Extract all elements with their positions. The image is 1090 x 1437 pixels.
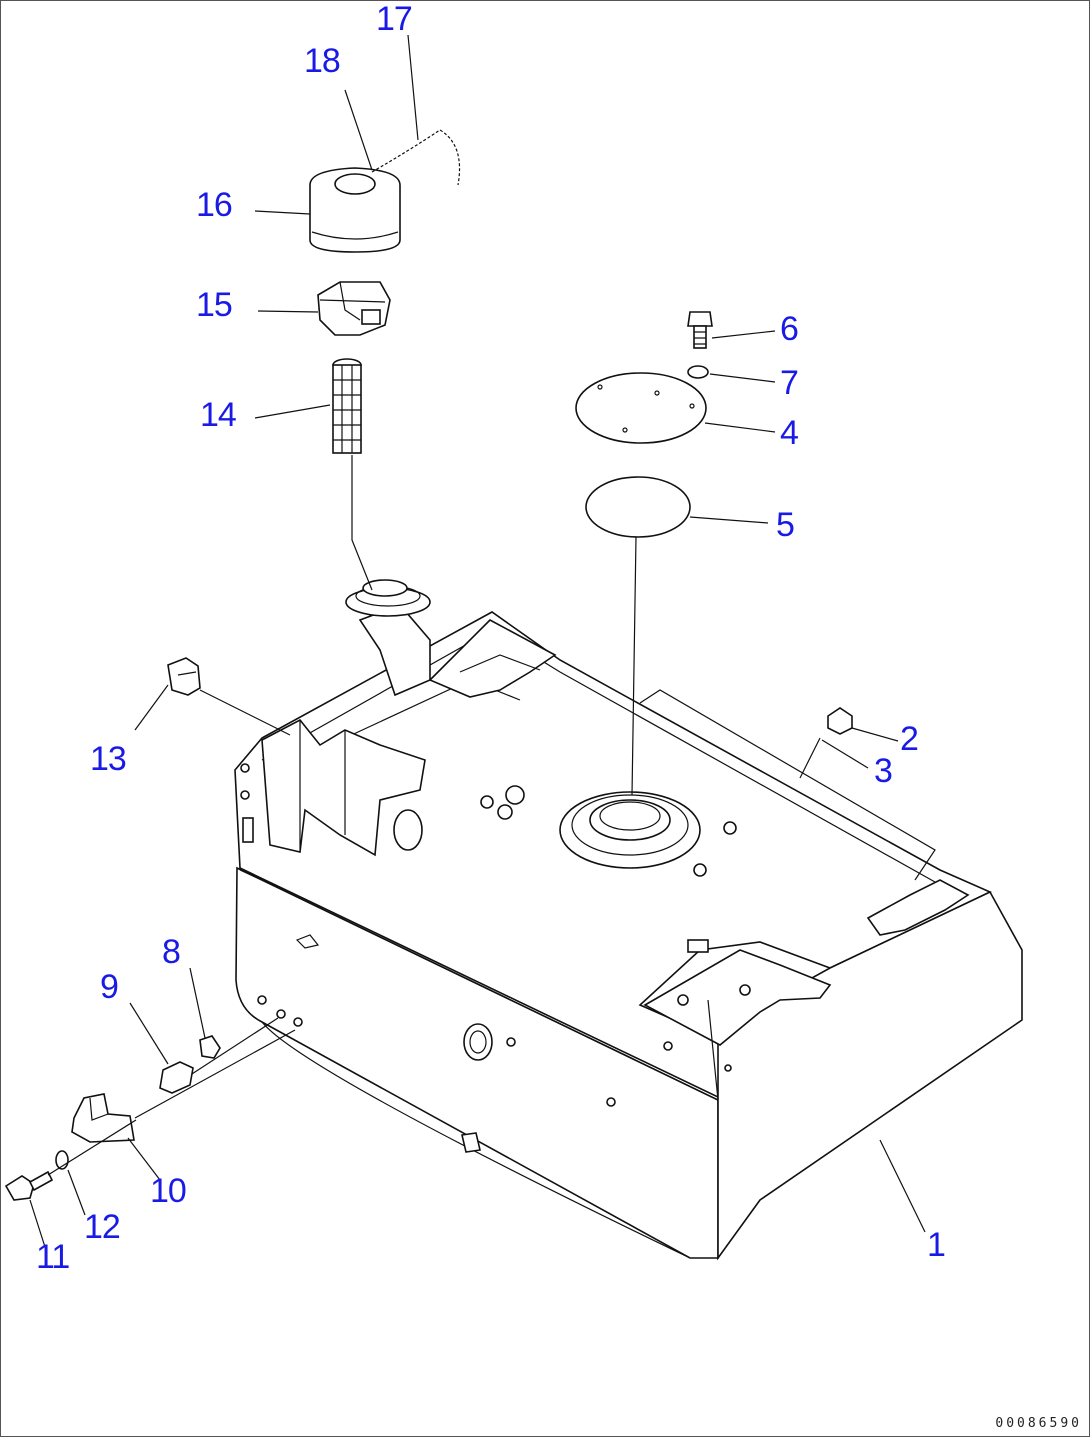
strainer-axis-line bbox=[351, 455, 373, 591]
sender-flange bbox=[559, 791, 701, 869]
cover-washer bbox=[687, 365, 709, 379]
callout-10: 10 bbox=[150, 1172, 187, 1210]
filler-strainer bbox=[332, 358, 362, 454]
oring-axis-line bbox=[799, 737, 821, 779]
drain-plug-small bbox=[827, 707, 853, 735]
phantom-outline bbox=[639, 689, 936, 881]
cover-plate bbox=[575, 372, 707, 444]
leader-lines bbox=[29, 34, 926, 1248]
callout-15: 15 bbox=[196, 286, 233, 324]
drawing-code: 00086590 bbox=[995, 1416, 1082, 1431]
callout-1: 1 bbox=[927, 1226, 946, 1264]
gasket bbox=[585, 476, 691, 538]
callout-17: 17 bbox=[376, 0, 413, 38]
drain-assembly bbox=[4, 1017, 296, 1201]
sender-axis-line bbox=[631, 536, 637, 796]
filler-adapter bbox=[317, 281, 391, 336]
callout-13: 13 bbox=[90, 740, 127, 778]
callout-5: 5 bbox=[776, 506, 795, 544]
cover-bolt bbox=[687, 311, 713, 349]
callout-18: 18 bbox=[304, 42, 341, 80]
callout-12: 12 bbox=[84, 1208, 121, 1246]
callout-6: 6 bbox=[780, 310, 799, 348]
callout-9: 9 bbox=[100, 968, 119, 1006]
callout-11: 11 bbox=[36, 1238, 70, 1276]
callout-3: 3 bbox=[874, 752, 893, 790]
callout-7: 7 bbox=[780, 364, 799, 402]
callout-14: 14 bbox=[200, 396, 237, 434]
callout-2: 2 bbox=[900, 720, 919, 758]
grommet bbox=[167, 657, 201, 696]
cap-chain bbox=[371, 129, 461, 186]
filler-cap bbox=[309, 167, 401, 253]
callout-4: 4 bbox=[780, 414, 799, 452]
callout-16: 16 bbox=[196, 186, 233, 224]
fuel-tank-body bbox=[234, 579, 1023, 1261]
grommet-axis-line bbox=[199, 689, 291, 736]
callout-8: 8 bbox=[162, 933, 181, 971]
